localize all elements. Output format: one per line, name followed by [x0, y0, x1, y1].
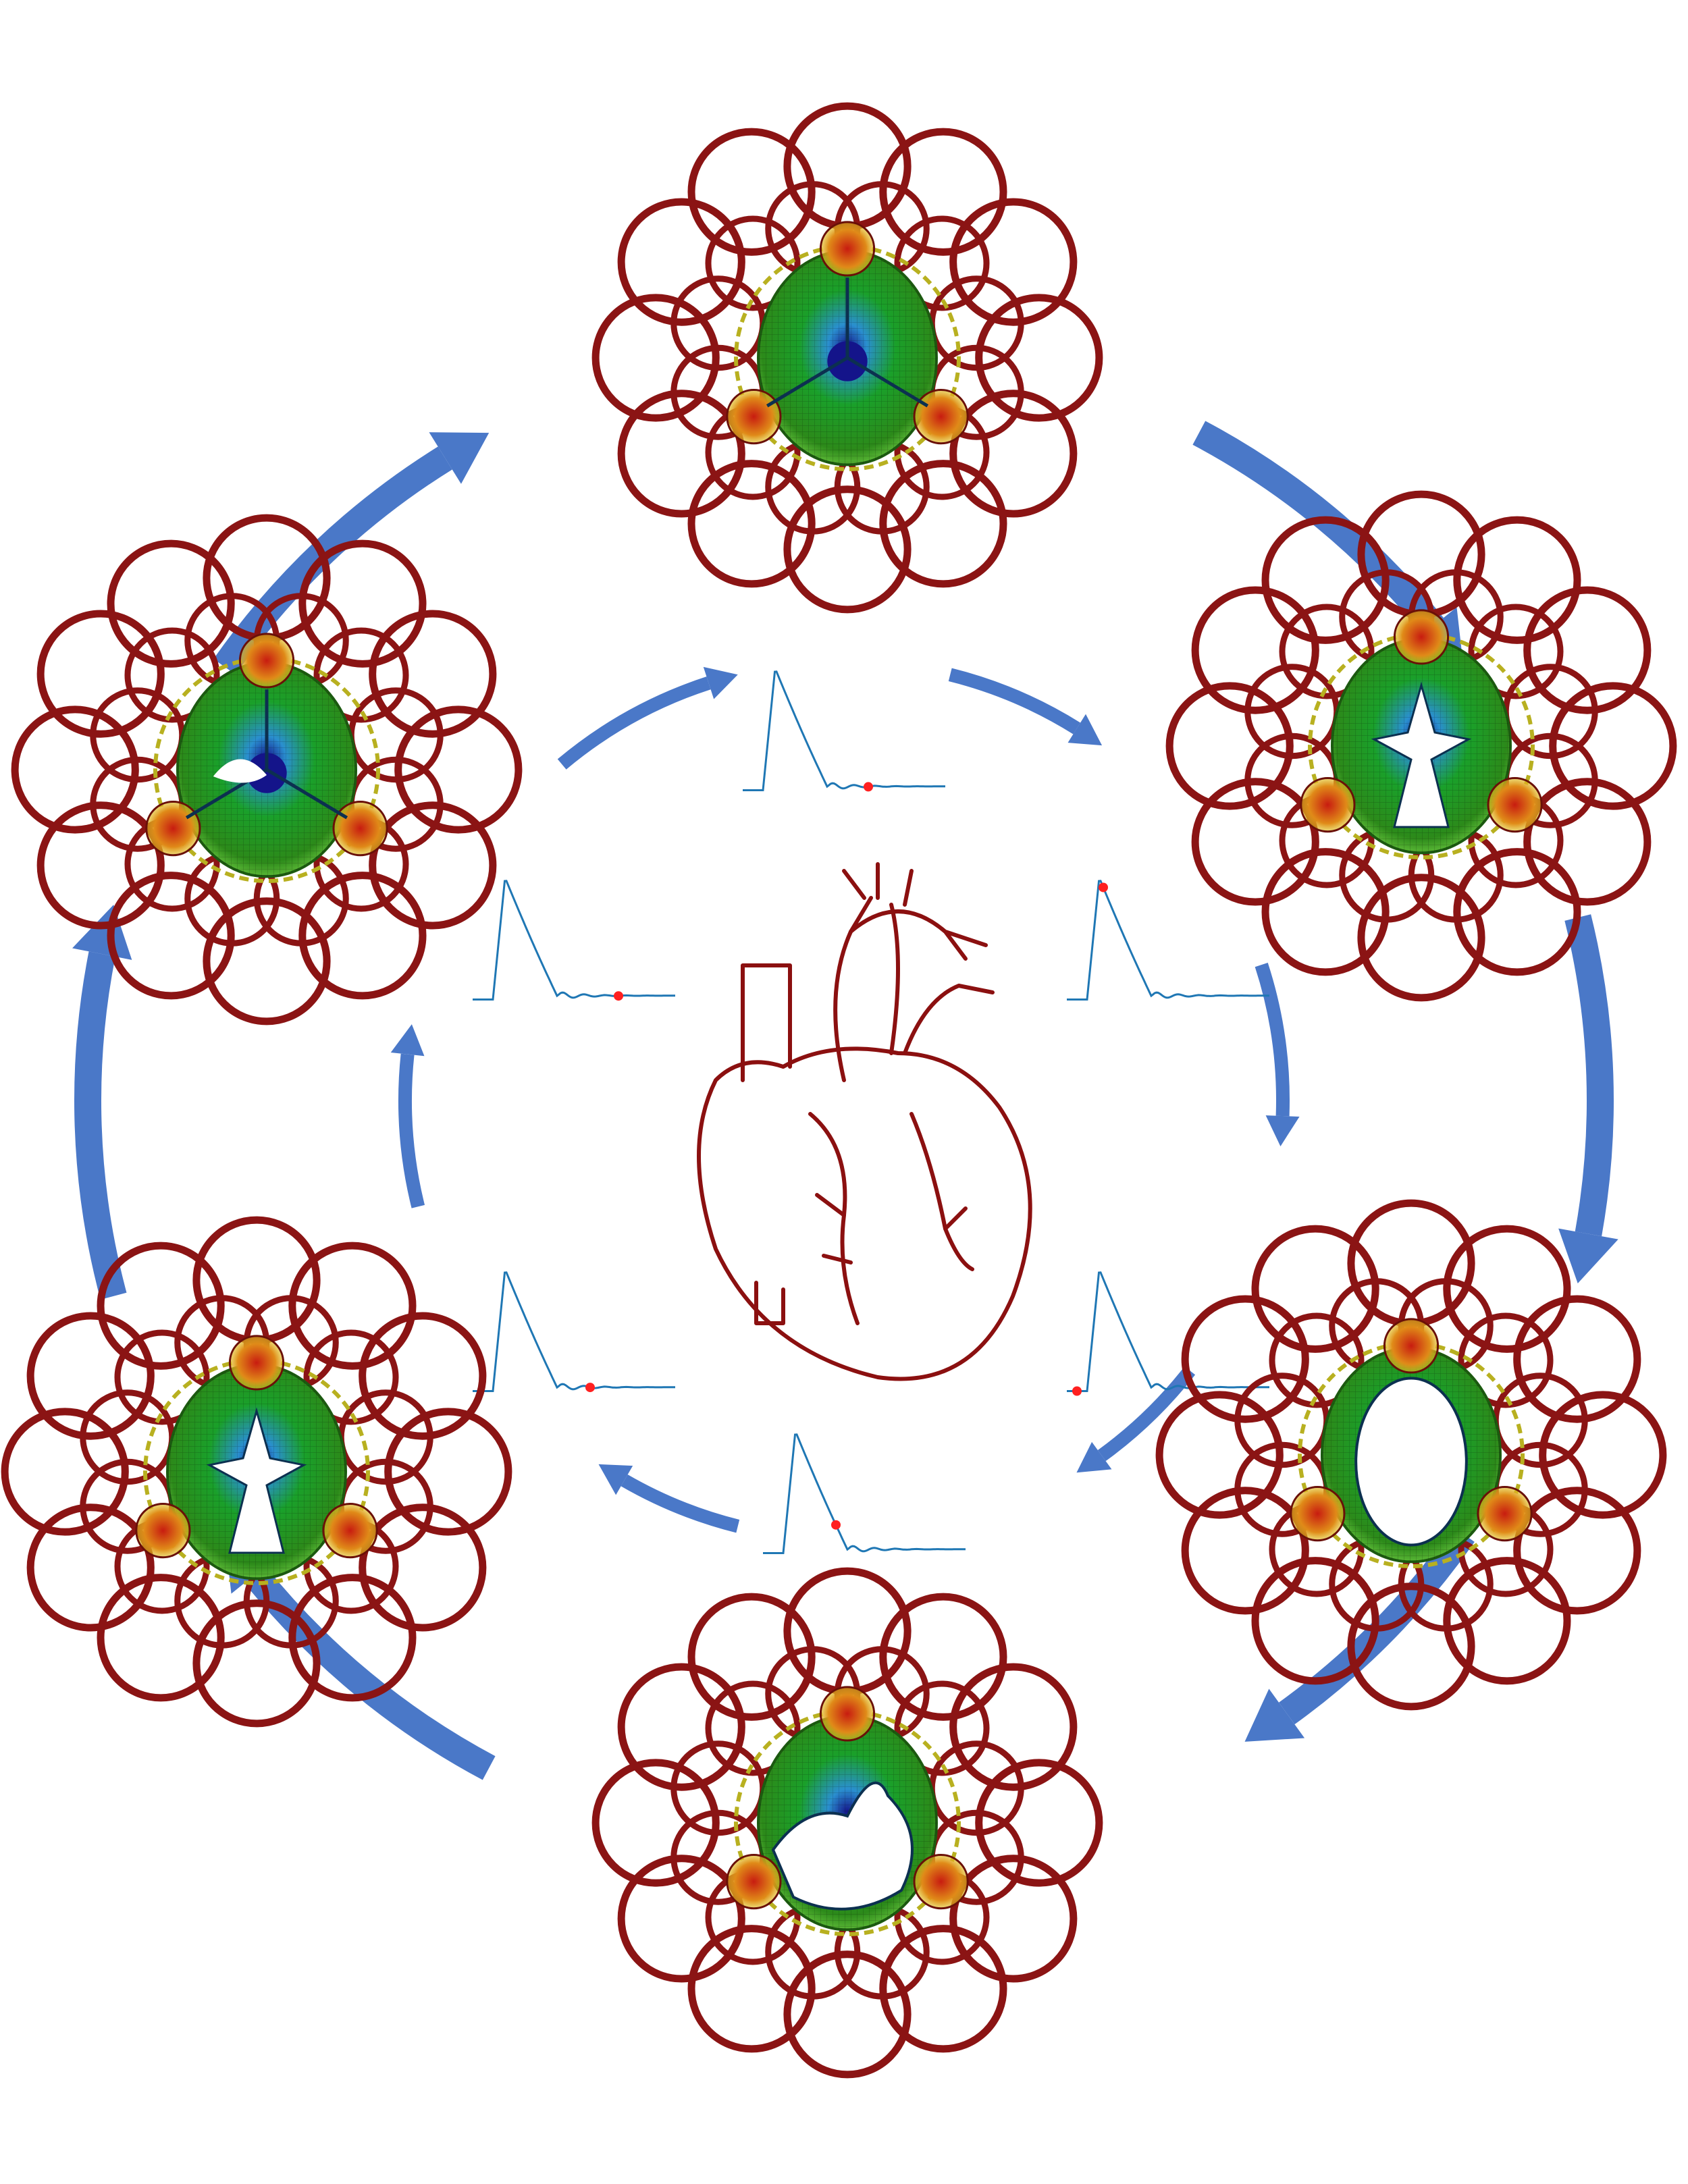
- waveform-3: [1067, 1273, 1269, 1396]
- valve-closed: [596, 106, 1099, 610]
- heart-outline-part-3: [851, 911, 986, 959]
- heart-outline-part-4: [905, 986, 993, 1053]
- heart-outline-part-7: [810, 1114, 858, 1323]
- waveform-5: [473, 1273, 675, 1392]
- waveform-marker-5: [585, 1383, 595, 1392]
- outer-arrow-3: [1558, 917, 1618, 1283]
- valve-open: [1159, 1203, 1663, 1707]
- waveform-6: [473, 881, 675, 1001]
- heart-outline-part-8: [912, 1114, 972, 1269]
- heart-outline-part-9: [817, 1195, 966, 1262]
- waveform-marker-2: [1099, 882, 1108, 892]
- outer-arrow-6: [72, 905, 132, 1296]
- valve-nearly-closed: [5, 1220, 508, 1724]
- heart-outline-part-1: [699, 1048, 1030, 1379]
- valve-closing: [596, 1571, 1099, 2075]
- waveform-4: [763, 1435, 966, 1553]
- heart-outline-part-10: [756, 1283, 783, 1323]
- waveform-marker-1: [864, 782, 873, 791]
- waveform-1: [743, 672, 945, 792]
- waveform-marker-3: [1072, 1387, 1082, 1396]
- inner-arrow-6: [391, 1024, 425, 1206]
- heart-outline-part-6: [844, 864, 912, 905]
- heart-illustration: [699, 864, 1030, 1379]
- inner-arrow-5: [599, 1464, 738, 1526]
- waveform-marker-4: [831, 1520, 841, 1530]
- inner-arrow-2: [950, 674, 1102, 745]
- inner-arrow-1: [562, 667, 738, 764]
- inner-arrow-ring: [391, 667, 1300, 1526]
- inner-arrow-3: [1261, 965, 1299, 1146]
- valve-opening: [1169, 494, 1673, 998]
- valve-views: [5, 106, 1673, 2075]
- waveform-marker-6: [614, 991, 623, 1001]
